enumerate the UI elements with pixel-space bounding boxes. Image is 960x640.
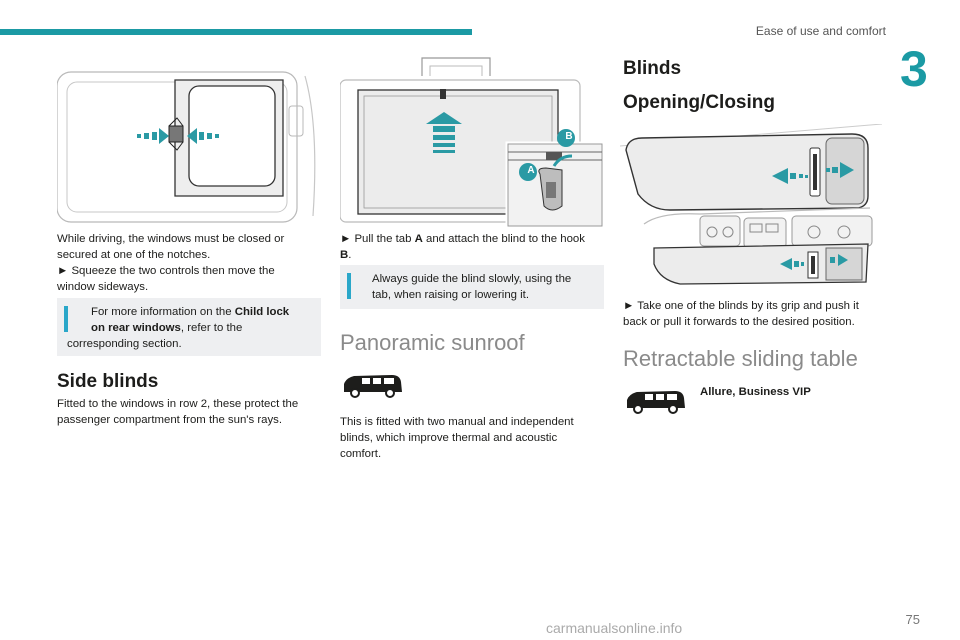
- van-icon: [623, 388, 687, 416]
- info-text: , refer to the: [180, 322, 243, 334]
- version-label: Allure: [700, 386, 733, 398]
- callout-label-a: A: [527, 165, 535, 176]
- instruction-step: and attach the blind to the hook: [422, 233, 585, 245]
- section-heading: Panoramic sunroof: [340, 330, 525, 355]
- info-box: For more information on the Child lock o…: [57, 298, 321, 356]
- paragraph-text: This is fitted with two manual and indep…: [340, 416, 574, 428]
- instruction-step: ► Pull the tab: [340, 233, 415, 245]
- version-label: Business VIP: [738, 386, 811, 398]
- section-heading: Blinds: [623, 58, 682, 79]
- subsection-heading: Opening/Closing: [623, 92, 775, 113]
- watermark-text: carmanualsonline.info: [546, 620, 683, 636]
- paragraph-text: Fitted to the windows in row 2, these pr…: [57, 398, 299, 410]
- header-accent-bar: [0, 29, 472, 35]
- window-latch-illustration: [57, 66, 320, 226]
- section-heading: Side blinds: [57, 371, 159, 392]
- instruction-step: ► Take one of the blinds by its grip and…: [623, 300, 859, 312]
- callout-label-b: B: [565, 131, 573, 142]
- info-text: corresponding section.: [67, 338, 182, 350]
- paragraph-text: passenger compartment from the sun's ray…: [57, 414, 283, 426]
- section-heading: Retractable sliding table: [623, 346, 858, 371]
- label-ref: A: [414, 233, 423, 245]
- paragraph-text: comfort.: [340, 448, 382, 460]
- info-link-text: Child lock: [234, 306, 290, 318]
- sunroof-illustration: [620, 124, 884, 288]
- instruction-step: back or pull it forwards to the desired …: [623, 316, 855, 328]
- side-blind-illustration: [340, 56, 604, 228]
- instruction-text: secured at one of the notches.: [57, 249, 211, 261]
- chapter-number: 3: [900, 41, 928, 97]
- instruction-step: .: [348, 249, 352, 261]
- instruction-text: While driving, the windows must be close…: [57, 233, 285, 245]
- info-icon: [347, 273, 351, 299]
- page-number: 75: [905, 612, 920, 627]
- instruction-step: ► Squeeze the two controls then move the: [57, 265, 275, 277]
- paragraph-text: blinds, which improve thermal and acoust…: [340, 432, 558, 444]
- info-box: Always guide the blind slowly, using the…: [340, 265, 604, 309]
- instruction-step: window sideways.: [57, 281, 149, 293]
- info-icon: [64, 306, 68, 332]
- info-text: tab, when raising or lowering it.: [372, 289, 530, 301]
- info-text: For more information on the: [91, 306, 235, 318]
- info-text: Always guide the blind slowly, using the: [372, 273, 572, 285]
- version-separator: ,: [732, 386, 739, 398]
- section-title: Ease of use and comfort: [755, 24, 886, 38]
- van-icon: [340, 372, 404, 400]
- info-link-text: on rear windows: [91, 322, 181, 334]
- label-ref: B: [340, 249, 349, 261]
